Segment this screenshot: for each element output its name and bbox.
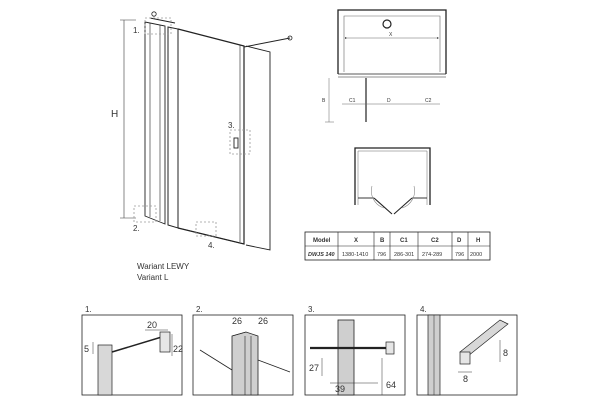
dimension-h-label: H (111, 109, 118, 120)
plan-view-swing (354, 147, 431, 215)
table-header-b: B (380, 238, 385, 244)
variant-en-label: Variant L (137, 273, 169, 282)
detail-3 (304, 314, 406, 396)
table-cell-b: 796 (377, 252, 386, 258)
detail-box-4 (195, 221, 217, 237)
table-cell-d: 796 (455, 252, 464, 258)
callout-3: 3. (228, 121, 235, 130)
detail-box-2 (133, 205, 157, 223)
detail-3-dim-64: 64 (386, 380, 396, 390)
table-cell-x: 1380-1410 (342, 252, 368, 258)
callout-1: 1. (133, 26, 140, 35)
table-cell-model: DWJS 140 (308, 252, 335, 258)
detail-4-dim-8a: 8 (503, 348, 508, 358)
table-cell-c1: 286-301 (394, 252, 414, 258)
detail-1-dim-5: 5 (84, 344, 89, 354)
detail-box-1 (144, 17, 172, 35)
plan-view-top (325, 9, 447, 123)
detail-box-3 (229, 129, 251, 155)
table-cell-h: 2000 (470, 252, 482, 258)
callout-4: 4. (208, 241, 215, 250)
table-header-d: D (457, 238, 462, 244)
detail-1 (81, 314, 183, 396)
detail-2-label: 2. (196, 305, 203, 314)
detail-1-dim-22: 22 (173, 344, 183, 354)
plan-c1-label: C1 (349, 98, 356, 104)
table-cell-c2: 274-289 (422, 252, 442, 258)
table-header-c1: C1 (400, 238, 408, 244)
detail-1-dim-20: 20 (147, 320, 157, 330)
plan-b-label: B (322, 98, 326, 104)
table-header-x: X (354, 238, 358, 244)
detail-4-dim-8b: 8 (463, 374, 468, 384)
detail-3-label: 3. (308, 305, 315, 314)
plan-c2-label: C2 (425, 98, 432, 104)
table-header-h: H (476, 238, 480, 244)
table-header-model: Model (313, 238, 331, 244)
detail-3-dim-27: 27 (309, 363, 319, 373)
door-iso-view (120, 11, 293, 251)
detail-4-label: 4. (420, 305, 427, 314)
detail-2-dim-26b: 26 (258, 316, 268, 326)
detail-3-dim-39: 39 (335, 384, 345, 394)
callout-2: 2. (133, 224, 140, 233)
spec-table: Model X B C1 C2 D H DWJS 140 1380-1410 7… (304, 231, 491, 261)
variant-pl-label: Wariant LEWY (137, 262, 190, 271)
detail-2 (192, 314, 294, 396)
detail-4 (416, 314, 518, 396)
detail-1-label: 1. (85, 305, 92, 314)
detail-2-dim-26a: 26 (232, 316, 242, 326)
table-header-c2: C2 (431, 238, 439, 244)
plan-d-label: D (387, 98, 391, 104)
plan-x-label: X (389, 32, 393, 38)
